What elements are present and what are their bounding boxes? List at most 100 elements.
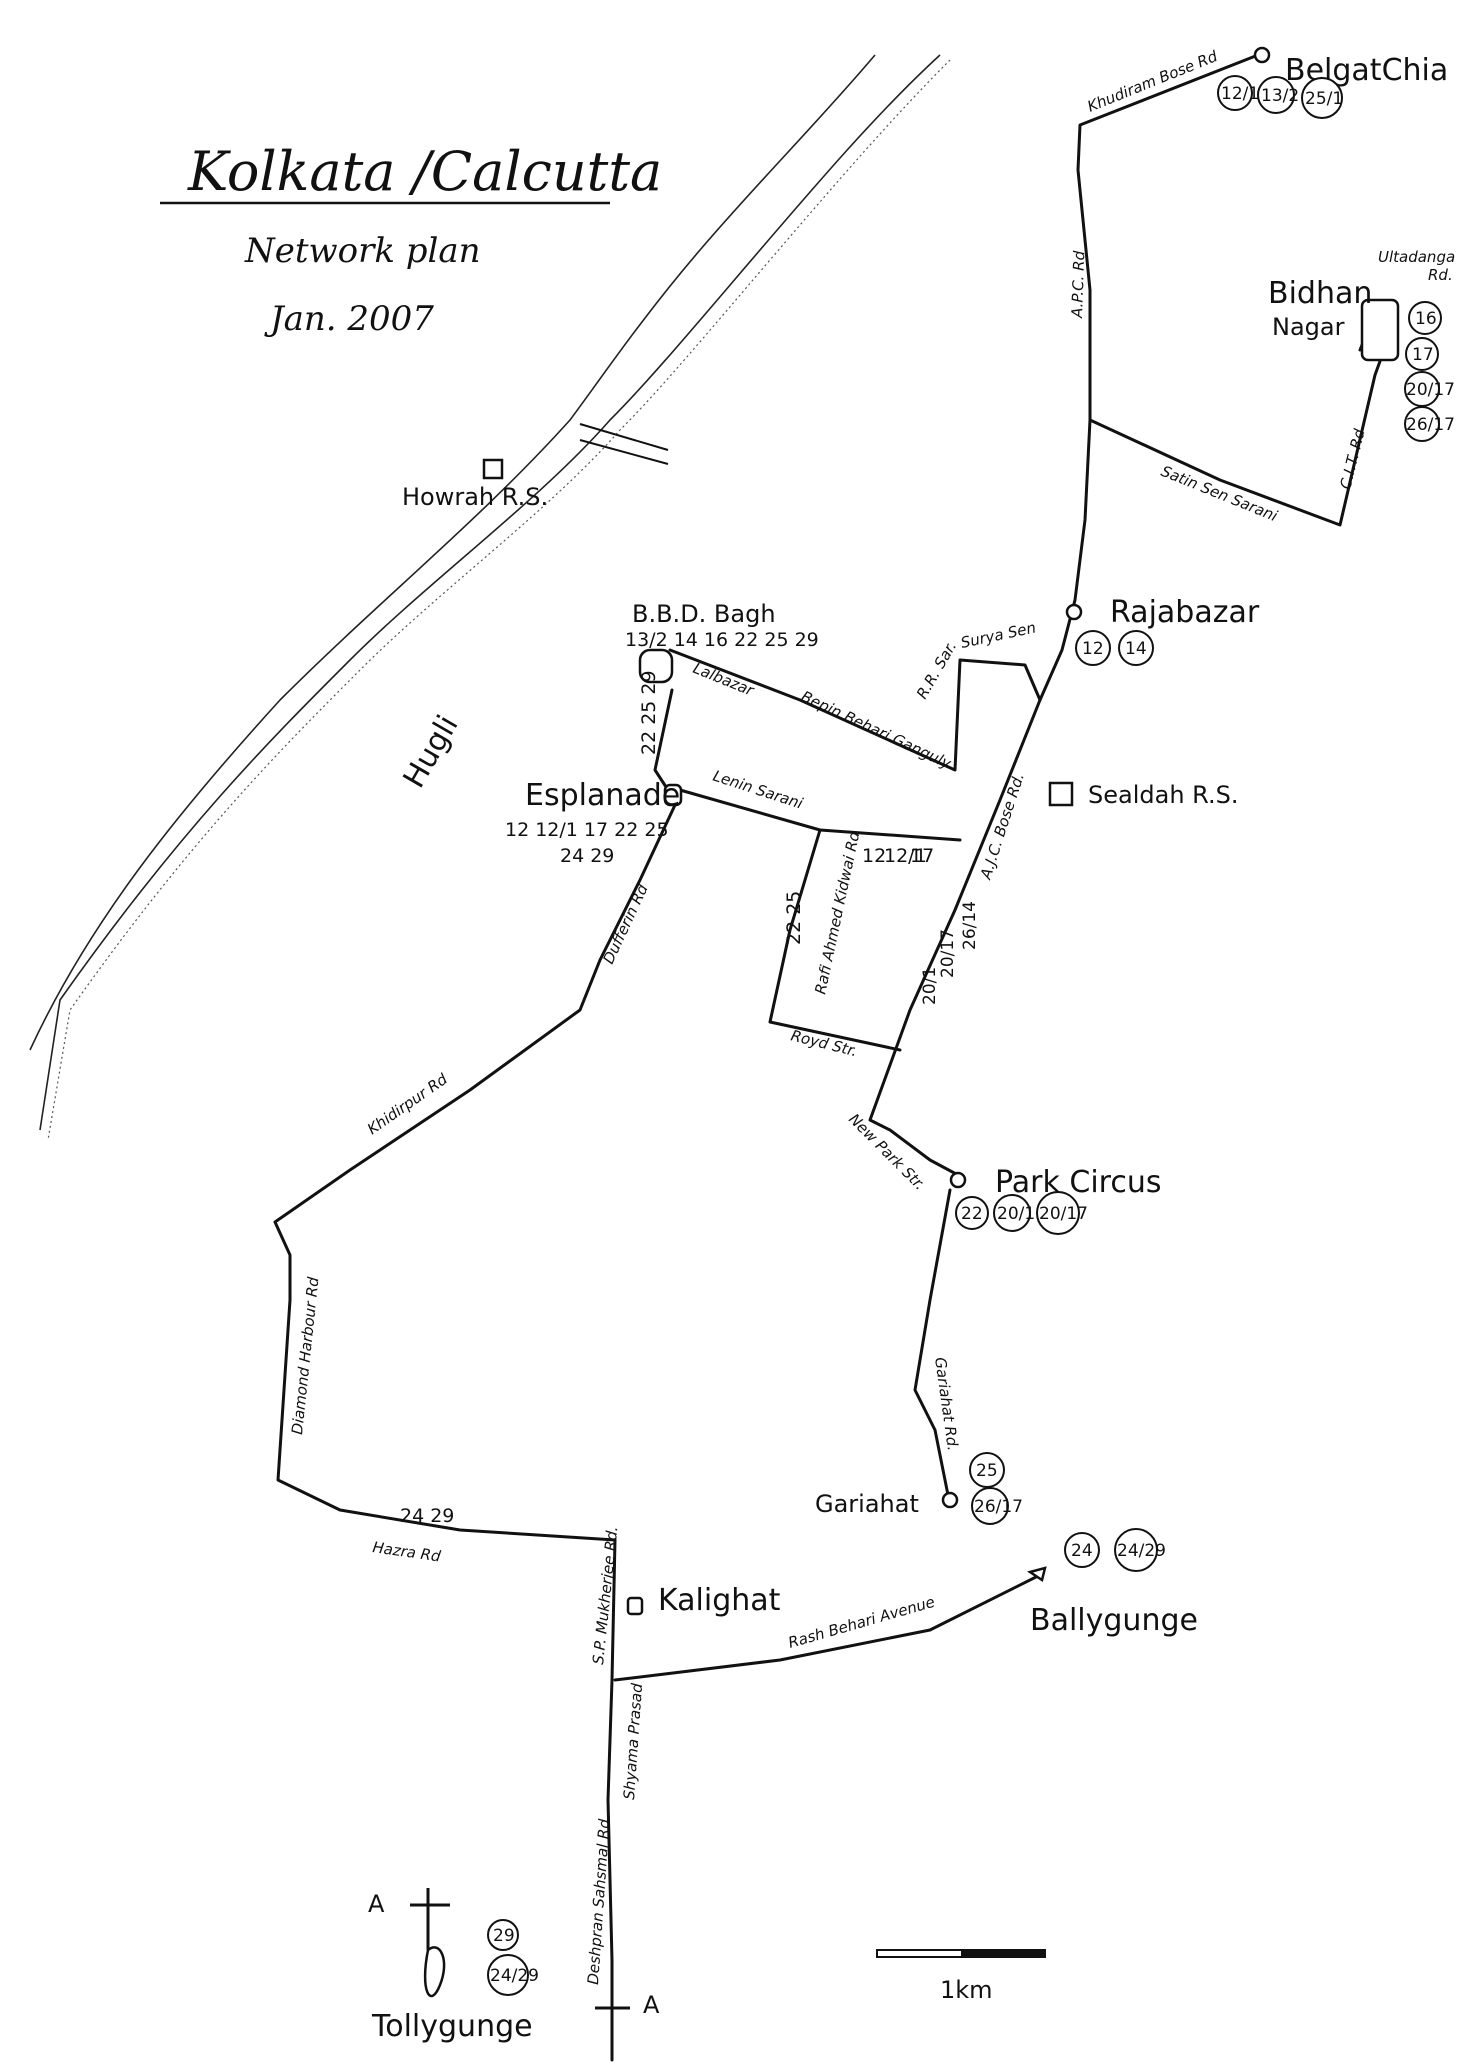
map-date: Jan. 2007 — [264, 299, 434, 339]
svg-text:25/1: 25/1 — [1305, 89, 1343, 109]
road-royd: Royd Str. — [789, 1026, 859, 1060]
road-khidirpur: Khidirpur Rd — [364, 1070, 451, 1139]
place-nagar: Nagar — [1272, 313, 1345, 341]
place-park-circus: Park Circus — [995, 1165, 1161, 1200]
svg-text:16: 16 — [1415, 309, 1437, 329]
circled-routes-bidhan-nagar: 16 17 20/17 26/17 — [1404, 301, 1455, 442]
river-hugli-far-bank — [47, 59, 951, 1141]
svg-text:17: 17 — [1412, 345, 1434, 365]
place-ultadanga: Ultadanga — [1378, 248, 1455, 266]
line-dufferin-khidirpur — [273, 803, 677, 1542]
terminus-bbd-bagh — [638, 648, 674, 684]
svg-text:25: 25 — [976, 1461, 998, 1481]
circled-routes-rajabazar: 12 14 — [1075, 630, 1154, 666]
terminus-kalighat — [626, 1596, 644, 1616]
circled-routes-belgatchia: 12/1 13/2 25/1 — [1217, 75, 1343, 119]
howrah-station-label: Howrah R.S. — [402, 483, 548, 511]
place-esplanade: Esplanade — [525, 778, 680, 813]
road-shyama-prasad: Shyama Prasad — [620, 1682, 646, 1800]
routes-lenin-12-1: 12/1 — [884, 845, 927, 867]
place-tollygunge: Tollygunge — [371, 2009, 533, 2044]
routes-lenin-12: 12 — [862, 845, 886, 867]
line-rafi-royd — [768, 828, 902, 1052]
road-surya-sen: Surya Sen — [959, 618, 1037, 651]
road-cit: C.I.T. Rd — [1336, 427, 1368, 491]
sealdah-station-icon — [1048, 781, 1074, 807]
terminus-park-circus — [949, 1171, 967, 1189]
svg-text:20/1: 20/1 — [997, 1204, 1035, 1224]
road-rr-sar: R.R. Sar. — [913, 638, 960, 702]
place-ballygunge: Ballygunge — [1030, 1603, 1198, 1638]
road-lalbazar: Lalbazar — [691, 659, 758, 700]
svg-text:26/17: 26/17 — [974, 1497, 1023, 1517]
routes-hazra: 24 29 — [400, 1505, 454, 1527]
marker-a-cross — [410, 1888, 630, 2010]
road-khudiram-bose: Khudiram Bose Rd — [1085, 47, 1221, 116]
terminus-belgatchia — [1253, 46, 1271, 64]
scale-bar — [876, 1949, 1046, 1958]
marker-a-right: A — [643, 1991, 660, 2019]
circled-routes-ballygunge: 24 24/29 — [1064, 1528, 1166, 1572]
howrah-bridge — [579, 423, 669, 465]
routes-ajc-26-14: 26/14 — [960, 901, 980, 950]
place-ultadanga-rd: Rd. — [1428, 266, 1453, 284]
routes-bbd-bagh: 13/2 14 16 22 25 29 — [625, 629, 819, 651]
place-kalighat: Kalighat — [658, 1583, 781, 1618]
place-rajabazar: Rajabazar — [1110, 595, 1260, 630]
map-subtitle: Network plan — [244, 231, 481, 271]
place-gariahat: Gariahat — [815, 1490, 919, 1518]
circled-routes-park-circus: 22 20/1 20/17 — [955, 1191, 1088, 1235]
routes-rafi-ahmed: 22 25 — [783, 891, 805, 945]
svg-text:24/29: 24/29 — [1117, 1541, 1166, 1561]
svg-text:22: 22 — [961, 1204, 983, 1224]
scale-label: 1km — [940, 1976, 993, 2004]
map-title: Kolkata /Calcutta — [187, 140, 662, 203]
svg-text:14: 14 — [1125, 639, 1147, 659]
circled-routes-gariahat: 25 26/17 — [969, 1452, 1023, 1525]
svg-text:12/1: 12/1 — [1221, 84, 1259, 104]
routes-lenin-17: 17 — [910, 845, 934, 867]
line-sp-mukherjee — [606, 1538, 617, 2062]
place-bbd-bagh: B.B.D. Bagh — [632, 600, 776, 628]
road-bepin-behari: Bepin Behari Ganguly — [798, 687, 955, 773]
road-dufferin: Dufferin Rd — [599, 881, 652, 967]
road-rafi-ahmed: Rafi Ahmed Kidwai Rd — [811, 829, 863, 995]
road-lenin-sarani: Lenin Sarani — [711, 767, 806, 813]
routes-ajc-20-1: 20/1 — [920, 967, 940, 1005]
terminus-tollygunge — [423, 1946, 446, 1998]
line-ajc-bose — [868, 698, 1042, 1177]
terminus-ballygunge — [1027, 1566, 1047, 1583]
road-hazra: Hazra Rd — [371, 1538, 442, 1565]
terminus-rajabazar — [1065, 603, 1083, 621]
circled-routes-tollygunge: 29 24/29 — [487, 1919, 539, 1996]
line-bepin-behari — [668, 648, 1042, 772]
river-hugli-west-bank — [29, 54, 876, 1051]
river-label: Hugli — [397, 710, 466, 794]
svg-text:29: 29 — [493, 1926, 515, 1946]
road-apc: A.P.C. Rd — [1068, 250, 1088, 319]
svg-text:12: 12 — [1082, 639, 1104, 659]
terminus-esplanade — [663, 783, 683, 807]
road-new-park: New Park Str. — [845, 1110, 929, 1194]
routes-bbd-side: 22 25 29 — [638, 670, 660, 755]
howrah-station-icon — [482, 458, 504, 480]
place-bidhan: Bidhan — [1268, 276, 1372, 311]
road-sp-mukherjee: S.P. Mukherjee Rd. — [589, 1525, 621, 1665]
svg-text:13/2: 13/2 — [1261, 86, 1299, 106]
terminus-bidhan-nagar — [1360, 298, 1400, 362]
svg-text:24: 24 — [1071, 1541, 1093, 1561]
routes-esplanade-2: 24 29 — [560, 845, 614, 867]
svg-text:26/17: 26/17 — [1406, 415, 1455, 435]
sealdah-station-label: Sealdah R.S. — [1088, 781, 1238, 809]
svg-text:24/29: 24/29 — [490, 1966, 539, 1986]
river-hugli-east-bank — [39, 54, 941, 1131]
line-gariahat-rd — [913, 1188, 952, 1507]
line-satin-sen-cit — [1088, 303, 1397, 527]
road-satin-sen: Satin Sen Sarani — [1159, 462, 1281, 525]
marker-a-left: A — [368, 1890, 385, 1918]
svg-text:20/17: 20/17 — [1039, 1204, 1088, 1224]
line-rash-behari — [613, 1573, 1042, 1682]
routes-ajc-20-17: 20/17 — [938, 929, 958, 978]
road-ajc-bose: A.J.C. Bose Rd. — [976, 771, 1028, 883]
